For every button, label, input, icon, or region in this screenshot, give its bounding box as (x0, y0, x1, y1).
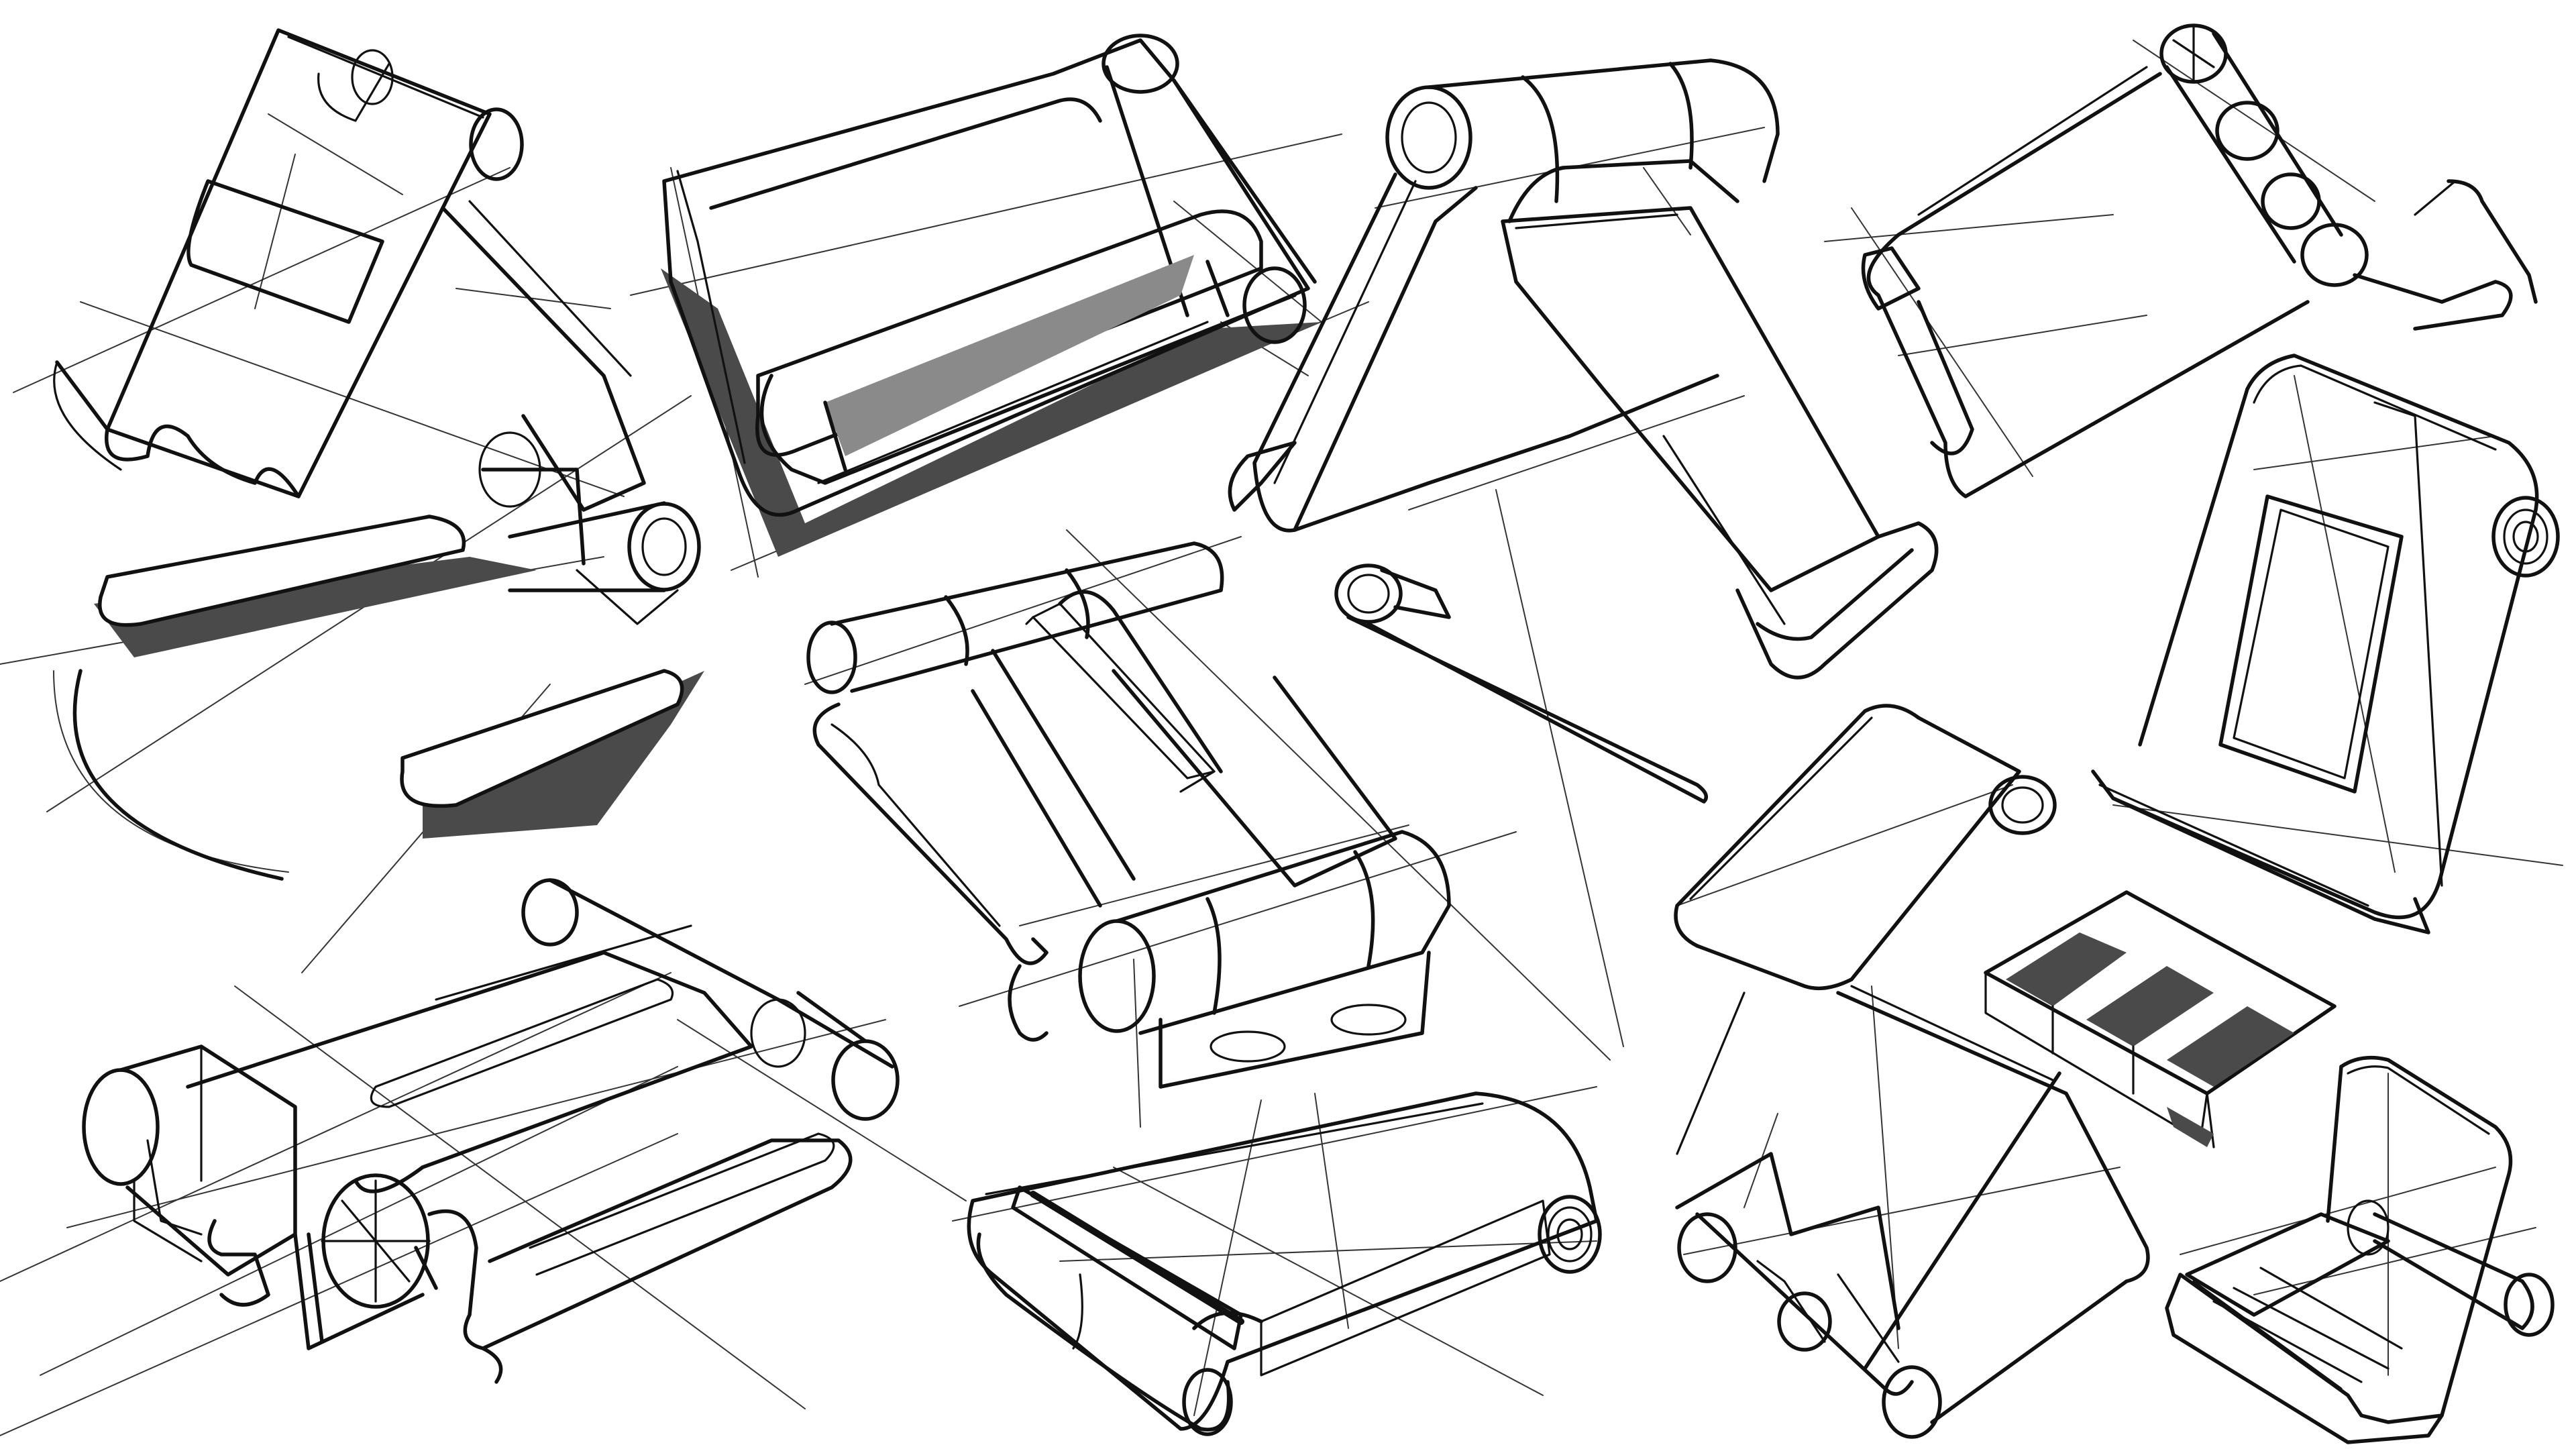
small-stand-top-right (1824, 23, 2538, 498)
grip-pads (1984, 890, 2337, 1148)
tall-stand-bottom-right (1674, 704, 2150, 1439)
aframe-stand (1228, 58, 1939, 1047)
hinge-detail-bottom-left (0, 878, 967, 1436)
folded-stand-top-left (630, 34, 1369, 578)
slim-case-bottom-center (952, 1086, 1602, 1436)
upright-stand-right (2091, 354, 2563, 934)
compact-stand-far-right (2165, 1055, 2555, 1444)
folding-stand-with-feet (0, 28, 704, 973)
folded-stand-center (804, 529, 1611, 1128)
